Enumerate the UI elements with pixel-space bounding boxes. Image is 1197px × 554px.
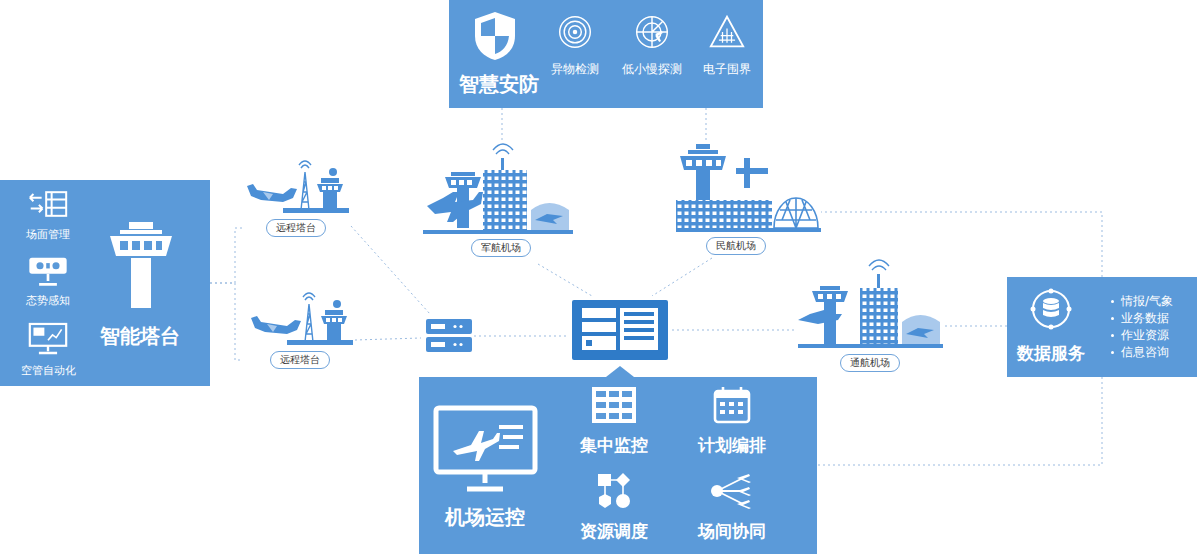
item-label: 计划编排 [698,435,766,455]
item-label: 低小慢探测 [622,62,682,76]
operations-panel: 机场运控 集中监控 计划编排资源调度 场间协同 [419,377,817,554]
item-label: 场面管理 [26,228,70,241]
server-center [568,296,672,377]
network-icon [707,471,757,511]
pill-label: 远程塔台 [266,219,326,237]
civ-icon [676,140,821,232]
dotted-connector [502,108,503,140]
item-label: 电子围界 [703,62,751,76]
tower-panel: 智能塔台 场面管理态势感知空管自动化 [0,180,210,386]
item-label: 异物检测 [551,62,599,76]
remote-tower: 远程塔台 [243,290,355,370]
scene-icon [28,190,68,218]
item-label: 资源调度 [580,521,648,541]
feature-item: 低小慢探测 [619,10,685,86]
grid-icon [590,385,638,425]
data-panel: 数据服务 情报/气象业务数据作业资源信息咨询 [1007,277,1197,377]
shield-icon [473,10,517,62]
gen-icon [798,258,943,348]
remote-tower: 远程塔台 [243,158,349,238]
feature-item: 异物检测 [549,10,601,86]
atc-icon [28,322,68,355]
feature-item: 集中监控 [569,383,659,463]
airport: 民航机场 [676,140,821,258]
panel-title: 智慧安防 [459,72,539,96]
pill-label: 通航机场 [840,354,900,372]
feature-item: 资源调度 [569,469,659,549]
calendar-icon [712,385,752,425]
item-label: 空管自动化 [21,364,76,377]
rtower-icon [243,158,349,216]
server-small [426,319,472,352]
situ-icon [27,256,69,288]
pill-label: 军航机场 [471,239,531,257]
dotted-connector [821,212,1102,277]
tower-icon [96,220,186,310]
dotted-connector [943,326,1007,327]
dotted-connector [210,228,243,283]
panel-title: 机场运控 [445,505,525,529]
item-label: 集中监控 [580,435,648,455]
target-icon [557,14,593,50]
list-item: 业务数据 [1111,311,1169,325]
feature-item: 空管自动化 [14,318,82,382]
rtower-icon [247,290,353,348]
item-label: 场间协同 [698,521,766,541]
monitor-icon [433,405,538,493]
pill-label: 民航机场 [706,237,766,255]
airport: 通航机场 [798,258,943,374]
radar-icon [634,14,670,50]
panel-title: 数据服务 [1017,343,1085,363]
security-panel: 智慧安防异物检测 低小慢探测 电子围界 [449,0,763,108]
feature-item: 计划编排 [687,383,777,463]
airport: 军航机场 [423,140,573,260]
list-item: 情报/气象 [1111,294,1173,308]
shapes-icon [594,471,634,511]
feature-item: 场间协同 [687,469,777,549]
feature-item: 态势感知 [14,252,82,314]
pill-label: 远程塔台 [270,351,330,369]
feature-item: 电子围界 [701,10,753,86]
list-item: 信息咨询 [1111,345,1169,359]
mil-icon [423,140,573,235]
dotted-connector [210,283,243,360]
panel-title: 智能塔台 [100,324,180,348]
db-icon [1029,287,1073,331]
item-label: 态势感知 [26,294,70,307]
dotted-connector [817,377,1102,465]
feature-item: 场面管理 [14,186,82,248]
fence-icon [709,14,745,50]
dotted-connector [706,108,707,140]
list-item: 作业资源 [1111,328,1169,342]
